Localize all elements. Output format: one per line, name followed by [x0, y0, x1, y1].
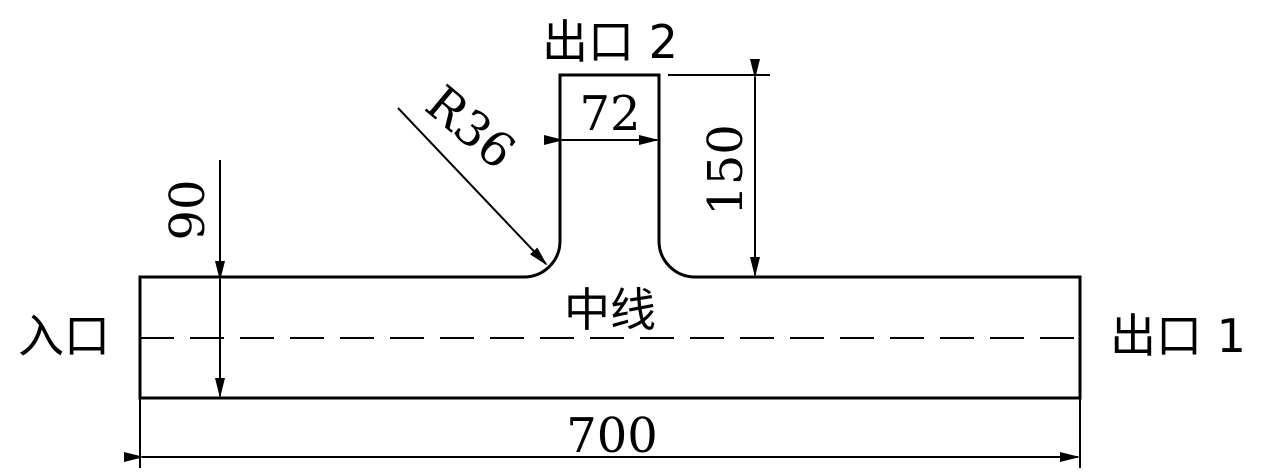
- centerline-label: 中线: [564, 283, 656, 337]
- outlet1-label: 出口 1: [1110, 309, 1246, 363]
- channel-outline: [138, 73, 1082, 400]
- dim-72-label: 72: [579, 86, 640, 142]
- dim-150-label: 150: [698, 124, 754, 216]
- fillet-radius-label: R36: [415, 75, 525, 180]
- outlet2-label: 出口 2: [542, 15, 678, 69]
- dim-700-label: 700: [566, 408, 658, 464]
- inlet-label: 入口: [18, 309, 110, 363]
- fillet-leader-line: [397, 107, 548, 266]
- dim-90-label: 90: [160, 179, 216, 240]
